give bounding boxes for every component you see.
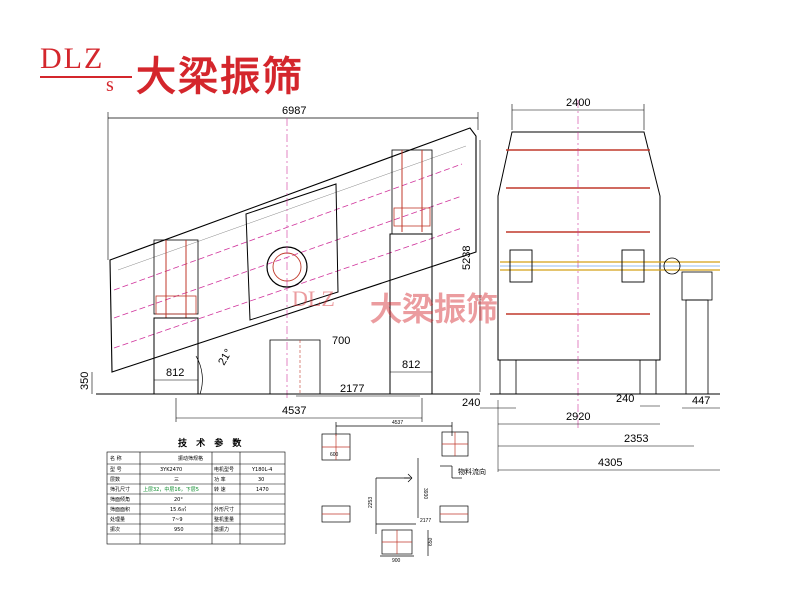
tech-cell: 三: [174, 477, 179, 483]
dim-foot-right: 812: [402, 359, 420, 371]
dim-front-leg-span: 2920: [566, 411, 590, 423]
dim-front-motor-width: 447: [692, 395, 710, 407]
tech-table-title: 技 术 参 数: [178, 437, 244, 449]
dim-front-overall: 4305: [598, 457, 622, 469]
tech-cell: 筛面倾角: [110, 496, 130, 503]
tech-cell: 振动筛规格: [178, 455, 203, 462]
dim-span-total: 4537: [282, 405, 306, 417]
watermark: DLZ 大梁振筛: [292, 284, 532, 334]
tech-cell: 30: [258, 477, 264, 483]
dim-side-total: 6987: [282, 105, 306, 117]
tech-cell: 7~9: [172, 517, 183, 523]
tech-cell: 层数: [110, 476, 120, 483]
tech-cell: 振次: [110, 526, 120, 533]
dim-pit-width: 700: [332, 335, 350, 347]
dim-foot-left: 812: [166, 367, 184, 379]
dim-front-top-width: 2400: [566, 97, 590, 109]
front-view: [480, 100, 720, 472]
tech-cell: 整机重量: [214, 516, 234, 523]
tech-table: [106, 451, 286, 545]
dim-angle: 21°: [216, 347, 235, 367]
material-direction-label: 物料流向: [458, 467, 486, 476]
tech-cell: 转 速: [214, 486, 226, 493]
dim-front-left-offset: 240: [462, 397, 480, 409]
fnd-pad-a: 600: [330, 452, 339, 458]
fnd-bottom-a: 2177: [420, 518, 431, 524]
side-view: [91, 112, 481, 422]
tech-cell: 处理量: [110, 516, 125, 523]
foundation-plan: [321, 422, 469, 557]
logo-rule: [40, 76, 132, 78]
dim-base-height: 350: [79, 372, 91, 390]
logo-brand-name: 大梁振筛: [136, 54, 304, 100]
dim-front-drive-span: 2353: [624, 433, 648, 445]
tech-cell: 激振力: [214, 526, 229, 533]
tech-cell: 1470: [256, 487, 269, 493]
fnd-side-a: 3930: [422, 488, 428, 499]
fnd-side-b: 2253: [368, 497, 374, 508]
dim-span-mid: 2177: [340, 383, 364, 395]
dim-height: 5238: [461, 246, 473, 270]
tech-cell: 上层32，中层16，下层5: [143, 486, 199, 493]
tech-cell: 型 号: [110, 466, 122, 473]
tech-cell: Y180L-4: [251, 467, 272, 473]
tech-cell: 15.6㎡: [170, 506, 186, 513]
fnd-bottom-b: 900: [392, 558, 401, 564]
logo-s-text: s: [106, 74, 114, 96]
brand-logo: DLZ s 大梁振筛: [40, 42, 310, 102]
tech-cell: 名 称: [110, 455, 122, 462]
tech-cell: 20°: [174, 497, 183, 503]
tech-cell: 筛面面积: [110, 506, 130, 513]
watermark-brand-name: 大梁振筛: [370, 290, 499, 328]
tech-cell: 3YK2470: [160, 467, 182, 473]
logo-dlz-text: DLZ: [40, 42, 105, 75]
tech-cell: 功 率: [214, 476, 226, 483]
tech-cell: 筛孔尺寸: [110, 486, 130, 493]
fnd-pad-b: 650: [428, 537, 434, 546]
tech-cell: 950: [174, 527, 184, 533]
tech-cell: 外形尺寸: [214, 506, 234, 513]
tech-cell: 电机型号: [214, 466, 234, 473]
fnd-top-span: 4537: [392, 420, 403, 426]
watermark-dlz-text: DLZ: [292, 286, 335, 311]
dim-front-right-offset: 240: [616, 393, 634, 405]
